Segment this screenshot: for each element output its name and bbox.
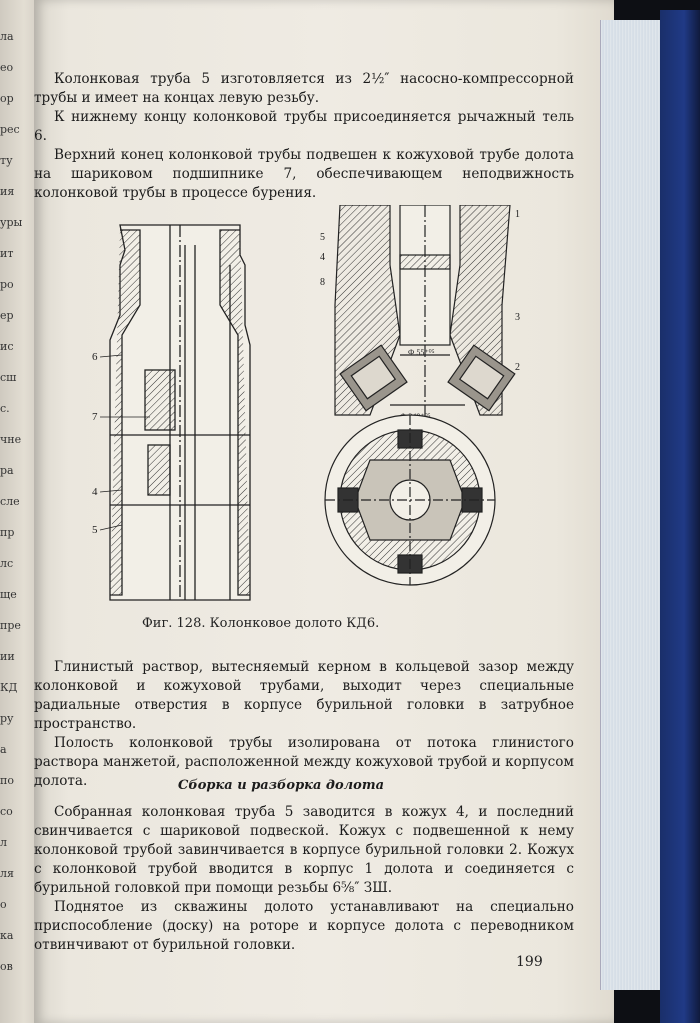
- paragraph-2: К нижнему концу колонковой трубы присоед…: [34, 109, 574, 144]
- paragraph-5: Полость колонковой трубы изолирована от …: [34, 735, 574, 789]
- left-fragment: ру: [0, 712, 14, 725]
- left-fragment: уры: [0, 216, 23, 229]
- assembly-text: Собранная колонковая труба 5 заводится в…: [34, 803, 574, 955]
- label-sec-5: 5: [320, 232, 325, 243]
- left-fragment: ор: [0, 92, 14, 105]
- left-fragment: ео: [0, 61, 14, 74]
- left-fragment: сш: [0, 371, 17, 384]
- left-fragment: со: [0, 805, 13, 818]
- left-fragment: пр: [0, 526, 15, 539]
- figure-caption: Фиг. 128. Колонковое долото КД6.: [142, 616, 380, 631]
- page-number: 199: [516, 954, 543, 970]
- left-fragment: ту: [0, 154, 13, 167]
- left-fragment: ро: [0, 278, 14, 291]
- left-fragment: сле: [0, 495, 20, 508]
- left-fragment: ще: [0, 588, 17, 601]
- left-fragment: ис: [0, 340, 14, 353]
- left-fragment: ии: [0, 650, 15, 663]
- section-view-drawing: [334, 204, 516, 420]
- page-stack-edge: [600, 20, 663, 990]
- left-fragment: ка: [0, 929, 14, 942]
- left-fragment: ит: [0, 247, 14, 260]
- side-view-drawing: [109, 224, 251, 601]
- left-fragment: ля: [0, 867, 14, 880]
- label-4: 4: [92, 486, 98, 498]
- label-sec-8: 8: [320, 277, 325, 288]
- paragraph-4: Глинистый раствор, вытесняемый керном в …: [34, 659, 574, 732]
- left-fragment: рес: [0, 123, 20, 136]
- label-5: 5: [92, 524, 98, 536]
- left-fragment: о: [0, 898, 7, 911]
- mud-flow-text: Глинистый раствор, вытесняемый керном в …: [34, 658, 574, 791]
- label-sec-2: 2: [515, 362, 520, 373]
- left-fragment: ла: [0, 30, 14, 43]
- left-fragment: ия: [0, 185, 15, 198]
- left-fragment: с.: [0, 402, 10, 415]
- left-fragment: ер: [0, 309, 14, 322]
- dim-core: Ф 55⁺⁰⁵: [408, 348, 435, 357]
- core-bit-drawing: 6 7 4 5: [92, 204, 520, 601]
- label-6: 6: [92, 351, 98, 363]
- paragraph-7: Поднятое из скважины долото устанавливаю…: [34, 899, 574, 953]
- intro-text: Колонковая труба 5 изготовляется из 2½″ …: [34, 70, 574, 203]
- left-fragment: л: [0, 836, 7, 849]
- left-fragment: лс: [0, 557, 14, 570]
- plan-view-drawing: [324, 414, 496, 586]
- left-fragment: ра: [0, 464, 14, 477]
- paragraph-3: Верхний конец колонковой трубы подвешен …: [34, 147, 574, 201]
- label-sec-3: 3: [515, 312, 520, 323]
- left-fragment: чне: [0, 433, 22, 446]
- paragraph-6: Собранная колонковая труба 5 заводится в…: [34, 804, 574, 896]
- figure-128: 6 7 4 5: [70, 204, 540, 605]
- left-fragment: ов: [0, 960, 13, 973]
- left-fragment: пре: [0, 619, 21, 632]
- left-fragment: по: [0, 774, 14, 787]
- paragraph-1: Колонковая труба 5 изготовляется из 2½″ …: [34, 71, 574, 106]
- book-cover: [660, 10, 700, 1023]
- label-sec-1: 1: [515, 209, 520, 220]
- label-sec-4: 4: [320, 252, 325, 263]
- label-7: 7: [92, 411, 98, 423]
- left-fragment: КД: [0, 681, 18, 694]
- left-fragment: а: [0, 743, 7, 756]
- section-title: Сборка и разборка долота: [178, 778, 385, 793]
- book-page: Колонковая труба 5 изготовляется из 2½″ …: [34, 0, 614, 1023]
